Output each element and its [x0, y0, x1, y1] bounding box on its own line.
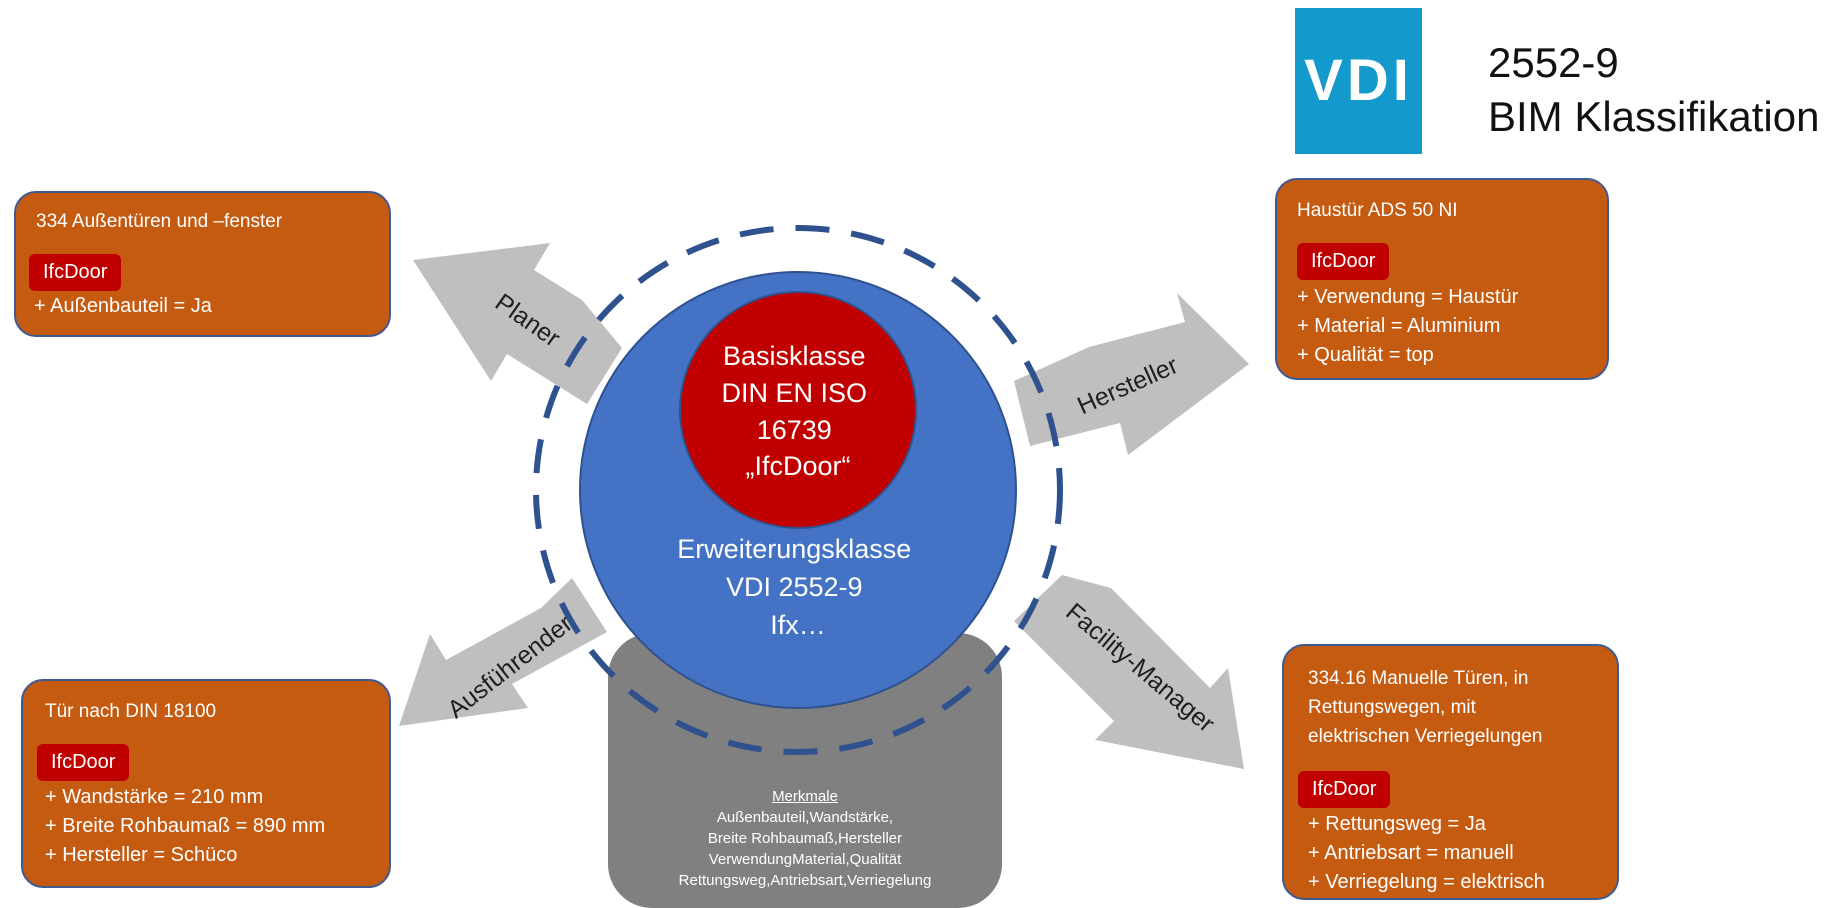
- box-facility-manager: 334.16 Manuelle Türen, in Rettungswegen,…: [1282, 644, 1619, 900]
- prop-item: + Verriegelung = elektrisch: [1308, 871, 1545, 893]
- ifcdoor-tag: IfcDoor: [1298, 771, 1391, 808]
- prop-item: + Rettungsweg = Ja: [1308, 813, 1486, 835]
- ifcdoor-tag: IfcDoor: [29, 254, 122, 291]
- basis-line-3: 16739: [757, 415, 832, 445]
- vdi-logo: VDI: [1295, 8, 1422, 154]
- logo-line-2: BIM Klassifikation: [1488, 93, 1820, 140]
- logo-caption: 2552-9 BIM Klassifikation: [1488, 36, 1819, 144]
- basis-circle: [679, 291, 917, 529]
- box-planer: 334 Außentüren und –fenster IfcDoor + Au…: [14, 191, 391, 337]
- box-title: 334.16 Manuelle Türen, in Rettungswegen,…: [1308, 664, 1543, 751]
- box-title: Haustür ADS 50 NI: [1297, 200, 1458, 221]
- prop-item: + Hersteller = Schüco: [45, 844, 238, 866]
- dashed-ring: [533, 225, 1063, 755]
- logo-line-1: 2552-9: [1488, 39, 1619, 86]
- merkmale-shape: [608, 633, 1002, 908]
- merkmale-title: Merkmale: [772, 788, 838, 805]
- merkmale-line-3: VerwendungMaterial,Qualität: [708, 851, 902, 868]
- arrow-facility: [1014, 575, 1244, 769]
- prop-item: + Qualität = top: [1297, 344, 1434, 366]
- merkmale-line-2: Breite Rohbaumaß,Hersteller: [707, 830, 903, 847]
- box-title: 334 Außentüren und –fenster: [36, 211, 283, 232]
- erweiterung-line-1: Erweiterungsklasse: [677, 534, 911, 564]
- svg-text:Basisklasse DIN EN ISO: Basisklasse DIN EN ISO 16739 „IfcDoor“: [721, 341, 874, 481]
- erweiterung-line-3: Ifx…: [770, 610, 826, 640]
- prop-item: + Außenbauteil = Ja: [34, 295, 212, 317]
- basis-line-2: DIN EN ISO: [721, 378, 867, 408]
- prop-item: + Verwendung = Haustür: [1297, 286, 1519, 308]
- arrow-ausfuehrender: [399, 578, 607, 726]
- box-hersteller: Haustür ADS 50 NI IfcDoor + Verwendung =…: [1275, 178, 1609, 380]
- prop-item: + Breite Rohbaumaß = 890 mm: [45, 815, 326, 837]
- svg-text:Erweiterungsklasse VDI 255: Erweiterungsklasse VDI 2552-9 Ifx…: [677, 534, 919, 640]
- prop-item: + Material = Aluminium: [1297, 315, 1501, 337]
- box-title-line-1: 334.16 Manuelle Türen, in: [1308, 668, 1529, 689]
- box-ausfuehrender: Tür nach DIN 18100 IfcDoor + Wandstärke …: [21, 679, 391, 888]
- prop-item: + Wandstärke = 210 mm: [45, 786, 264, 808]
- ifcdoor-tag: IfcDoor: [37, 744, 130, 781]
- merkmale-line-4: Rettungsweg,Antriebsart,Verriegelung: [678, 872, 932, 889]
- box-title: Tür nach DIN 18100: [45, 701, 217, 722]
- basis-line-1: Basisklasse: [723, 341, 866, 371]
- ifcdoor-tag: IfcDoor: [1297, 243, 1390, 280]
- basis-line-4: „IfcDoor“: [745, 451, 850, 481]
- merkmale-text: Merkmale Außenbauteil,Wandstärke, Breite…: [608, 786, 1002, 891]
- arrow-hersteller: [1014, 293, 1249, 455]
- box-title-line-2: Rettungswegen, mit: [1308, 697, 1476, 718]
- box-title-line-3: elektrischen Verriegelungen: [1308, 726, 1543, 747]
- erweiterung-line-2: VDI 2552-9: [726, 572, 863, 602]
- prop-item: + Antriebsart = manuell: [1308, 842, 1514, 864]
- merkmale-line-1: Außenbauteil,Wandstärke,: [716, 809, 894, 826]
